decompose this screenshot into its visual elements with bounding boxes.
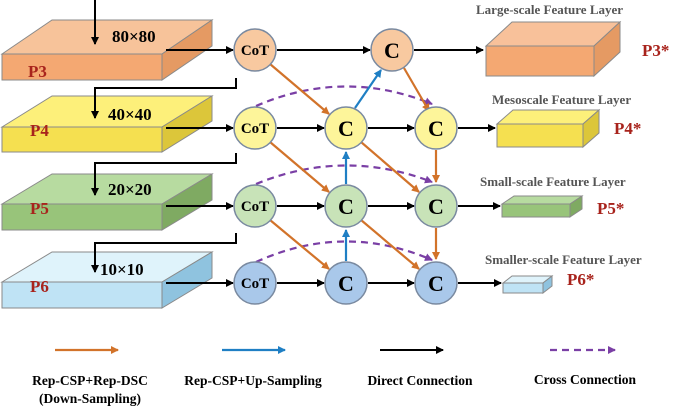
input-level-p5: P5 20×20 bbox=[0, 173, 214, 231]
c-label-p4-right: C bbox=[428, 116, 444, 141]
cot-node-p3 bbox=[233, 28, 277, 72]
down-cot5-c6 bbox=[269, 219, 330, 270]
legend-direct-label: Direct Connection bbox=[367, 373, 473, 388]
output-title: Small-scale Feature Layer bbox=[480, 174, 626, 189]
slab-side bbox=[161, 173, 213, 231]
slab-front bbox=[1, 281, 163, 309]
slab-side bbox=[161, 95, 213, 153]
output-layer-p3: Large-scale Feature Layer P3* bbox=[476, 2, 669, 78]
up-c4-c3 bbox=[354, 69, 382, 109]
out-slab-side bbox=[582, 108, 600, 149]
nodes bbox=[233, 28, 458, 305]
output-layer-p6: Smaller-scale Feature Layer P6* bbox=[485, 252, 642, 295]
down-c3-c4 bbox=[403, 67, 430, 112]
c-node-p6-mid bbox=[324, 261, 368, 305]
c-label-p5-mid: C bbox=[338, 194, 354, 219]
node-labels: CoT CoT CoT CoT C C C C C C C bbox=[241, 38, 444, 296]
out-slab-side bbox=[593, 20, 621, 78]
output-title: Smaller-scale Feature Layer bbox=[485, 252, 642, 267]
legend-down-label: Rep-CSP+Rep-DSC bbox=[32, 373, 148, 388]
out-slab-top bbox=[500, 195, 584, 205]
level-label: P6 bbox=[30, 277, 49, 296]
cross-connection-p6 bbox=[255, 240, 433, 264]
direct-connections bbox=[166, 46, 502, 287]
out-slab-side bbox=[569, 195, 583, 218]
up-sampling-connections bbox=[342, 69, 382, 261]
cot-node-p5 bbox=[233, 184, 277, 228]
slab-side bbox=[161, 251, 213, 309]
input-elbow-arrows bbox=[91, 0, 237, 273]
out-slab-front bbox=[485, 45, 595, 77]
legend-cross-label: Cross Connection bbox=[534, 372, 637, 387]
output-label: P3* bbox=[642, 41, 669, 60]
output-label: P6* bbox=[567, 270, 594, 289]
output-label: P4* bbox=[614, 119, 641, 138]
output-layer-p4: Mesoscale Feature Layer P4* bbox=[492, 92, 641, 149]
down-sampling-connections bbox=[269, 63, 440, 270]
input-level-p4: P4 40×40 bbox=[0, 95, 214, 153]
c-label-p5-right: C bbox=[428, 194, 444, 219]
c-label-p3: C bbox=[384, 38, 400, 63]
elbow-arrow-p5-p6 bbox=[91, 233, 237, 273]
slab-front bbox=[1, 53, 163, 81]
slab-front bbox=[1, 203, 163, 231]
output-title: Mesoscale Feature Layer bbox=[492, 92, 631, 107]
out-slab-side bbox=[542, 274, 553, 295]
c-label-p6-mid: C bbox=[338, 271, 354, 296]
output-label: P5* bbox=[597, 199, 624, 218]
down-c4-c5 bbox=[360, 141, 420, 193]
cross-connections bbox=[255, 85, 433, 264]
cot-node-p6 bbox=[233, 261, 277, 305]
c-node-p5-mid bbox=[324, 184, 368, 228]
slab-front bbox=[1, 126, 163, 153]
level-label: P3 bbox=[28, 62, 47, 81]
out-slab-front bbox=[496, 123, 584, 148]
out-slab-top bbox=[495, 109, 601, 125]
output-layer-p5: Small-scale Feature Layer P5* bbox=[480, 174, 626, 218]
c-node-p4-right bbox=[414, 106, 458, 150]
legend-up-label: Rep-CSP+Up-Sampling bbox=[184, 373, 322, 388]
c-label-p4-mid: C bbox=[338, 116, 354, 141]
cot-label-p5: CoT bbox=[241, 199, 269, 215]
cot-node-p4 bbox=[233, 106, 277, 150]
cross-connection-p5 bbox=[255, 164, 433, 186]
c-node-p6-right bbox=[414, 261, 458, 305]
output-title: Large-scale Feature Layer bbox=[476, 2, 623, 17]
c-node-p4-mid bbox=[324, 106, 368, 150]
level-label: P4 bbox=[30, 121, 49, 140]
c-node-p5-right bbox=[414, 184, 458, 228]
cot-label-p3: CoT bbox=[241, 43, 269, 59]
elbow-arrow-p4-p5 bbox=[91, 153, 237, 196]
cross-connection-p4 bbox=[255, 85, 433, 108]
level-size: 40×40 bbox=[108, 105, 152, 124]
cot-label-p4: CoT bbox=[241, 121, 269, 137]
c-label-p6-right: C bbox=[428, 271, 444, 296]
down-c5-c6 bbox=[360, 219, 420, 270]
down-cot3-c4 bbox=[269, 63, 330, 115]
out-slab-front bbox=[501, 203, 571, 218]
c-node-p3 bbox=[370, 28, 414, 72]
out-slab-front bbox=[502, 282, 544, 294]
cot-label-p6: CoT bbox=[241, 276, 269, 292]
input-level-p6: P6 10×10 bbox=[0, 251, 214, 309]
elbow-arrow-p3-p4 bbox=[91, 78, 237, 119]
level-size: 10×10 bbox=[100, 260, 144, 279]
level-label: P5 bbox=[30, 199, 49, 218]
legend: Rep-CSP+Rep-DSC (Down-Sampling) Rep-CSP+… bbox=[32, 346, 637, 406]
level-size: 20×20 bbox=[108, 180, 152, 199]
legend-down-label-2: (Down-Sampling) bbox=[39, 391, 141, 406]
level-size: 80×80 bbox=[112, 27, 156, 46]
down-cot4-c5 bbox=[269, 141, 330, 193]
